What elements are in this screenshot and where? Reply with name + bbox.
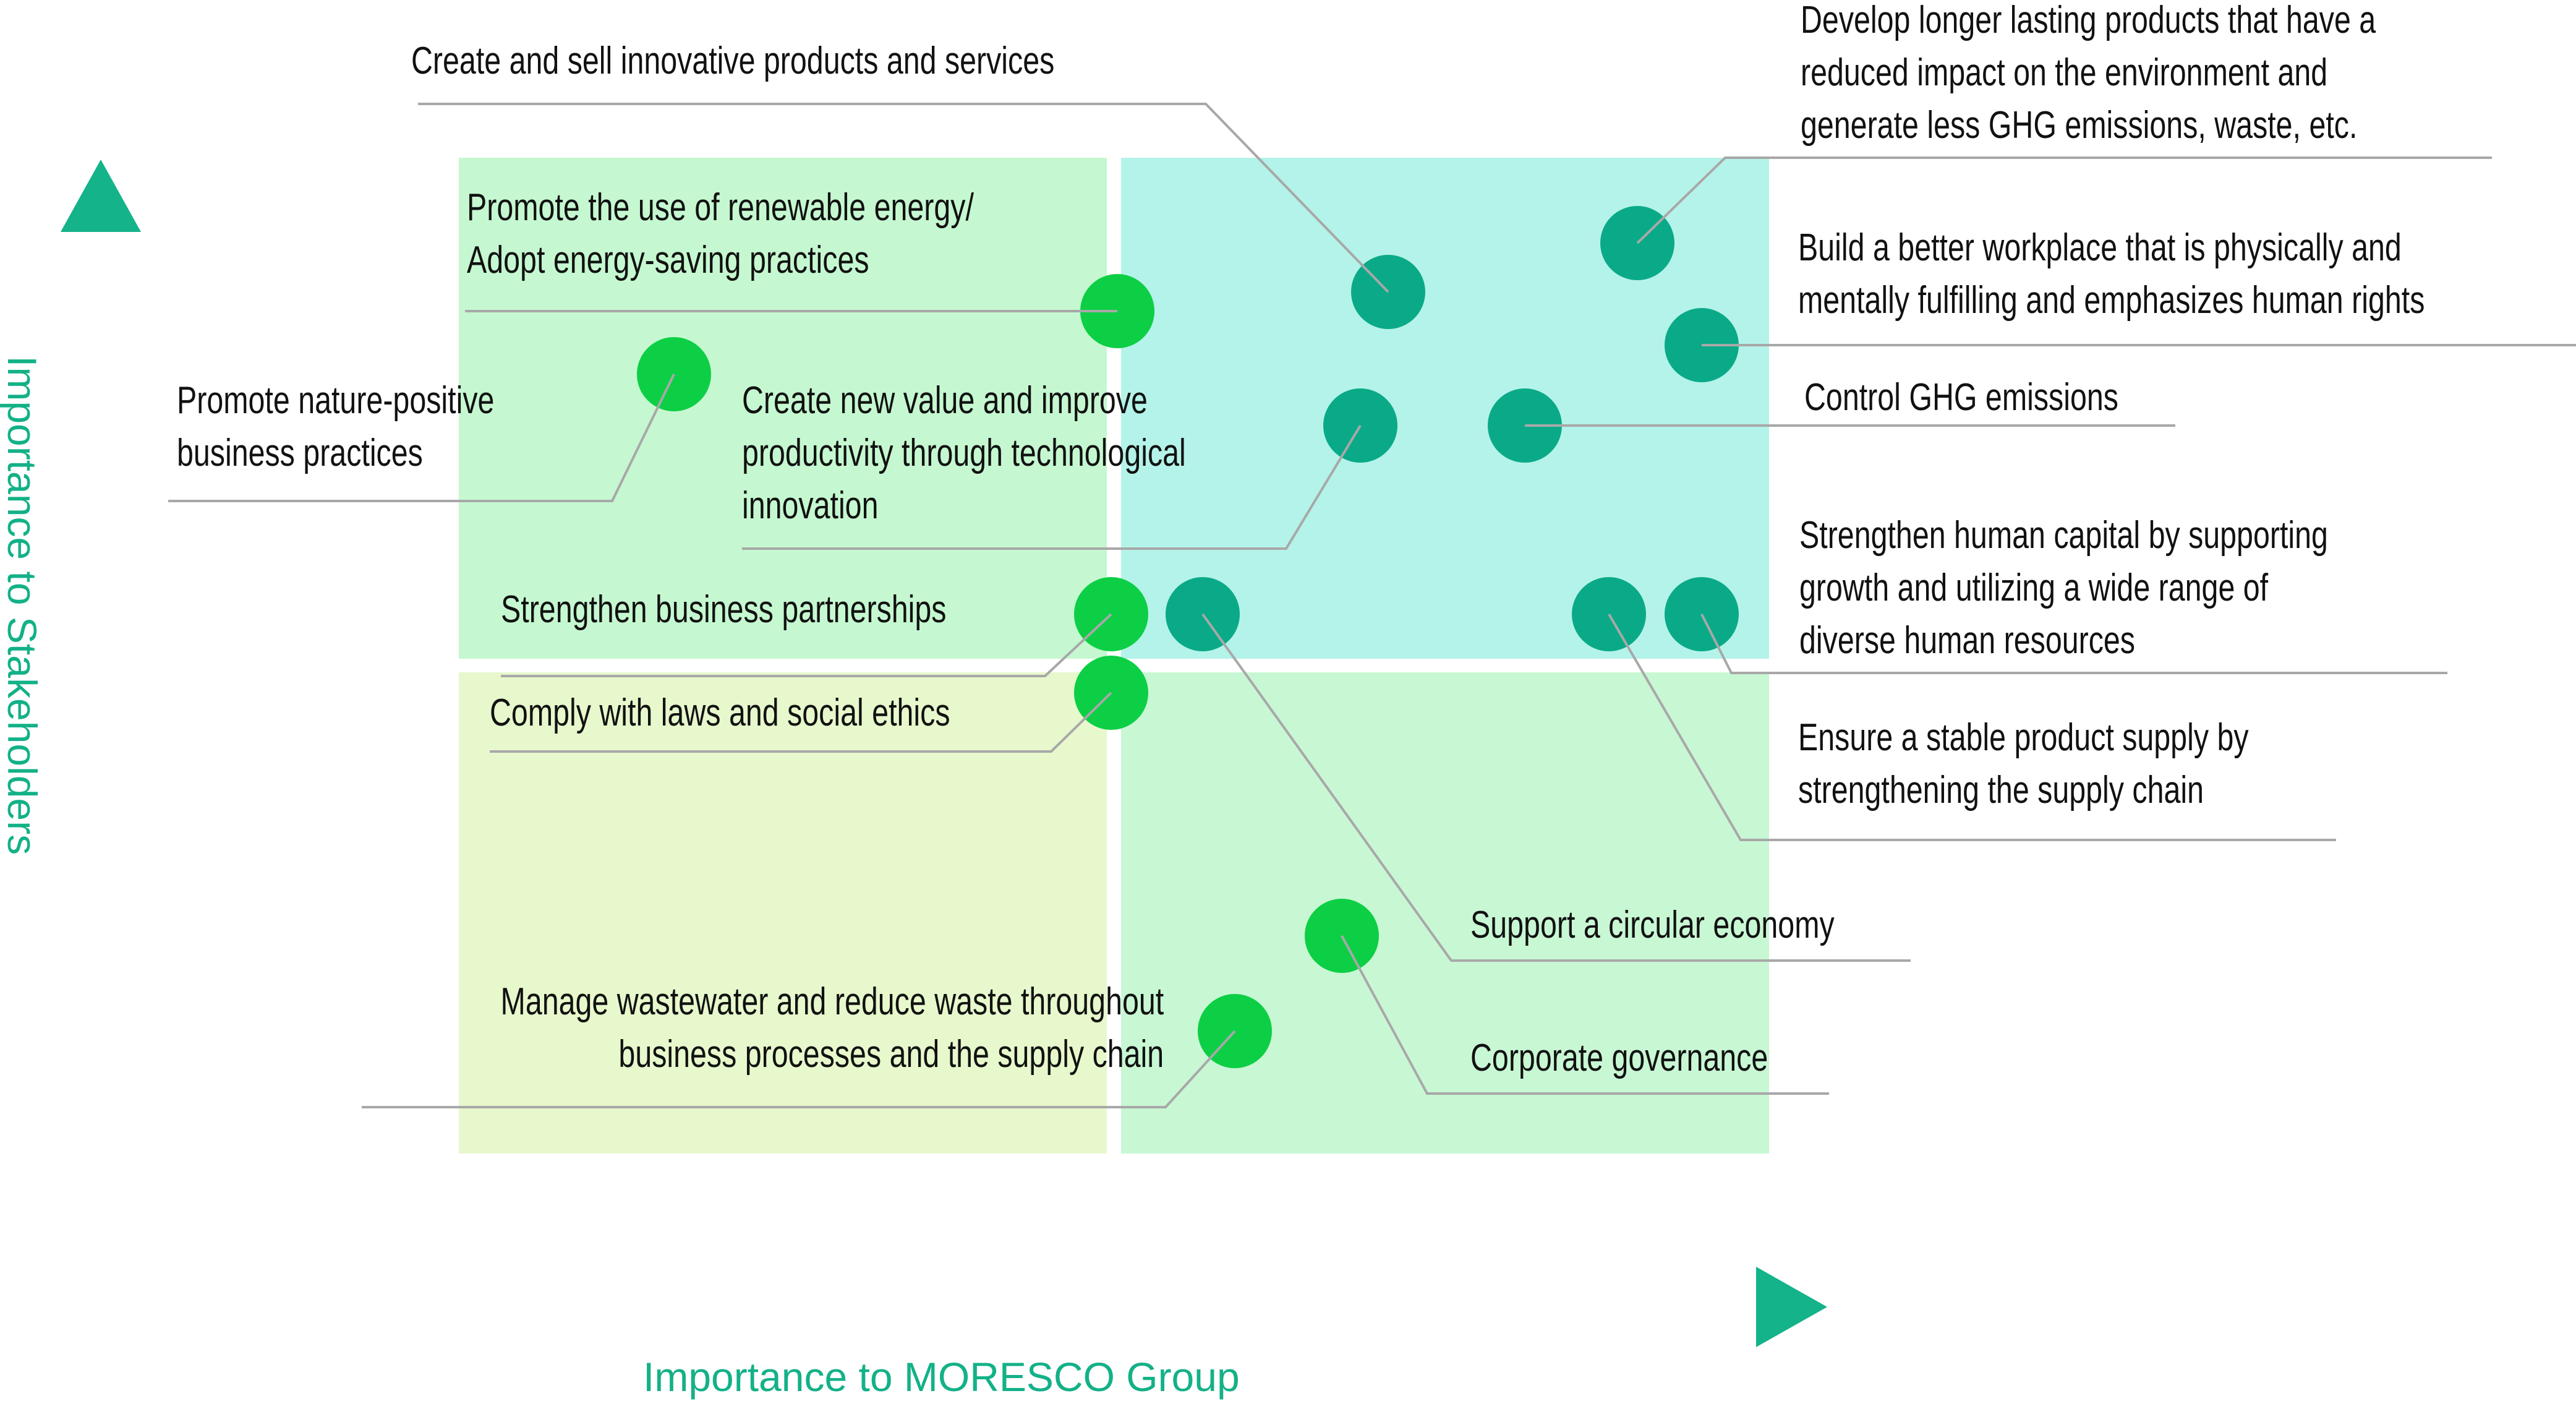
- label-supply-chain: Ensure a stable product supply by streng…: [1798, 716, 2249, 812]
- leader-line-nature-positive: [168, 374, 675, 502]
- label-innovative-products: Create and sell innovative products and …: [411, 40, 1055, 82]
- label-laws-ethics: Comply with laws and social ethics: [490, 692, 950, 734]
- y-axis-title: Importance to Stakeholders: [0, 356, 45, 855]
- leader-line-supply-chain: [1608, 613, 2336, 841]
- leader-start-technological-innovation: [1340, 424, 1362, 458]
- leader-start-wastewater: [1209, 1030, 1236, 1060]
- leader-start-laws-ethics: [1083, 692, 1112, 720]
- leader-line-circular-economy: [1201, 613, 1911, 962]
- leader-start-corporate-governance: [1341, 935, 1361, 969]
- leader-start-longer-lasting-products: [1636, 216, 1665, 244]
- label-human-capital: Strengthen human capital by supporting g…: [1799, 514, 2328, 662]
- label-business-partnerships: Strengthen business partnerships: [501, 588, 947, 631]
- label-circular-economy: Support a circular economy: [1470, 904, 1835, 946]
- leader-line-longer-lasting-products: [1636, 156, 2492, 244]
- label-renewable-energy: Promote the use of renewable energy/ Ado…: [467, 186, 974, 281]
- x-axis-arrowhead: [1756, 1267, 1827, 1347]
- label-corporate-governance: Corporate governance: [1470, 1037, 1768, 1079]
- quadrant-top-left: [459, 158, 1107, 659]
- leader-start-circular-economy: [1201, 613, 1226, 645]
- leader-start-innovative-products: [1361, 264, 1389, 293]
- leader-line-technological-innovation: [742, 424, 1362, 550]
- leader-line-corporate-governance: [1341, 935, 1829, 1095]
- x-axis-title: Importance to MORESCO Group: [643, 1354, 1240, 1400]
- leader-start-human-capital: [1700, 614, 1720, 648]
- leader-start-business-partnerships: [1083, 613, 1112, 641]
- quadrant-bottom-right: [1121, 672, 1769, 1154]
- label-technological-innovation: Create new value and improve productivit…: [742, 379, 1186, 527]
- label-longer-lasting-products: Develop longer lasting products that hav…: [1801, 0, 2376, 147]
- label-better-workplace: Build a better workplace that is physica…: [1798, 226, 2425, 322]
- label-nature-positive: Promote nature-positive business practic…: [177, 379, 495, 474]
- quadrant-bottom-left: [459, 672, 1107, 1154]
- label-wastewater: Manage wastewater and reduce waste throu…: [500, 980, 1164, 1076]
- leader-start-supply-chain: [1608, 613, 1629, 647]
- label-ghg-emissions: Control GHG emissions: [1804, 376, 2118, 419]
- leader-start-nature-positive: [656, 374, 675, 408]
- leader-line-innovative-products: [418, 103, 1389, 293]
- y-axis-arrowhead: [61, 160, 141, 232]
